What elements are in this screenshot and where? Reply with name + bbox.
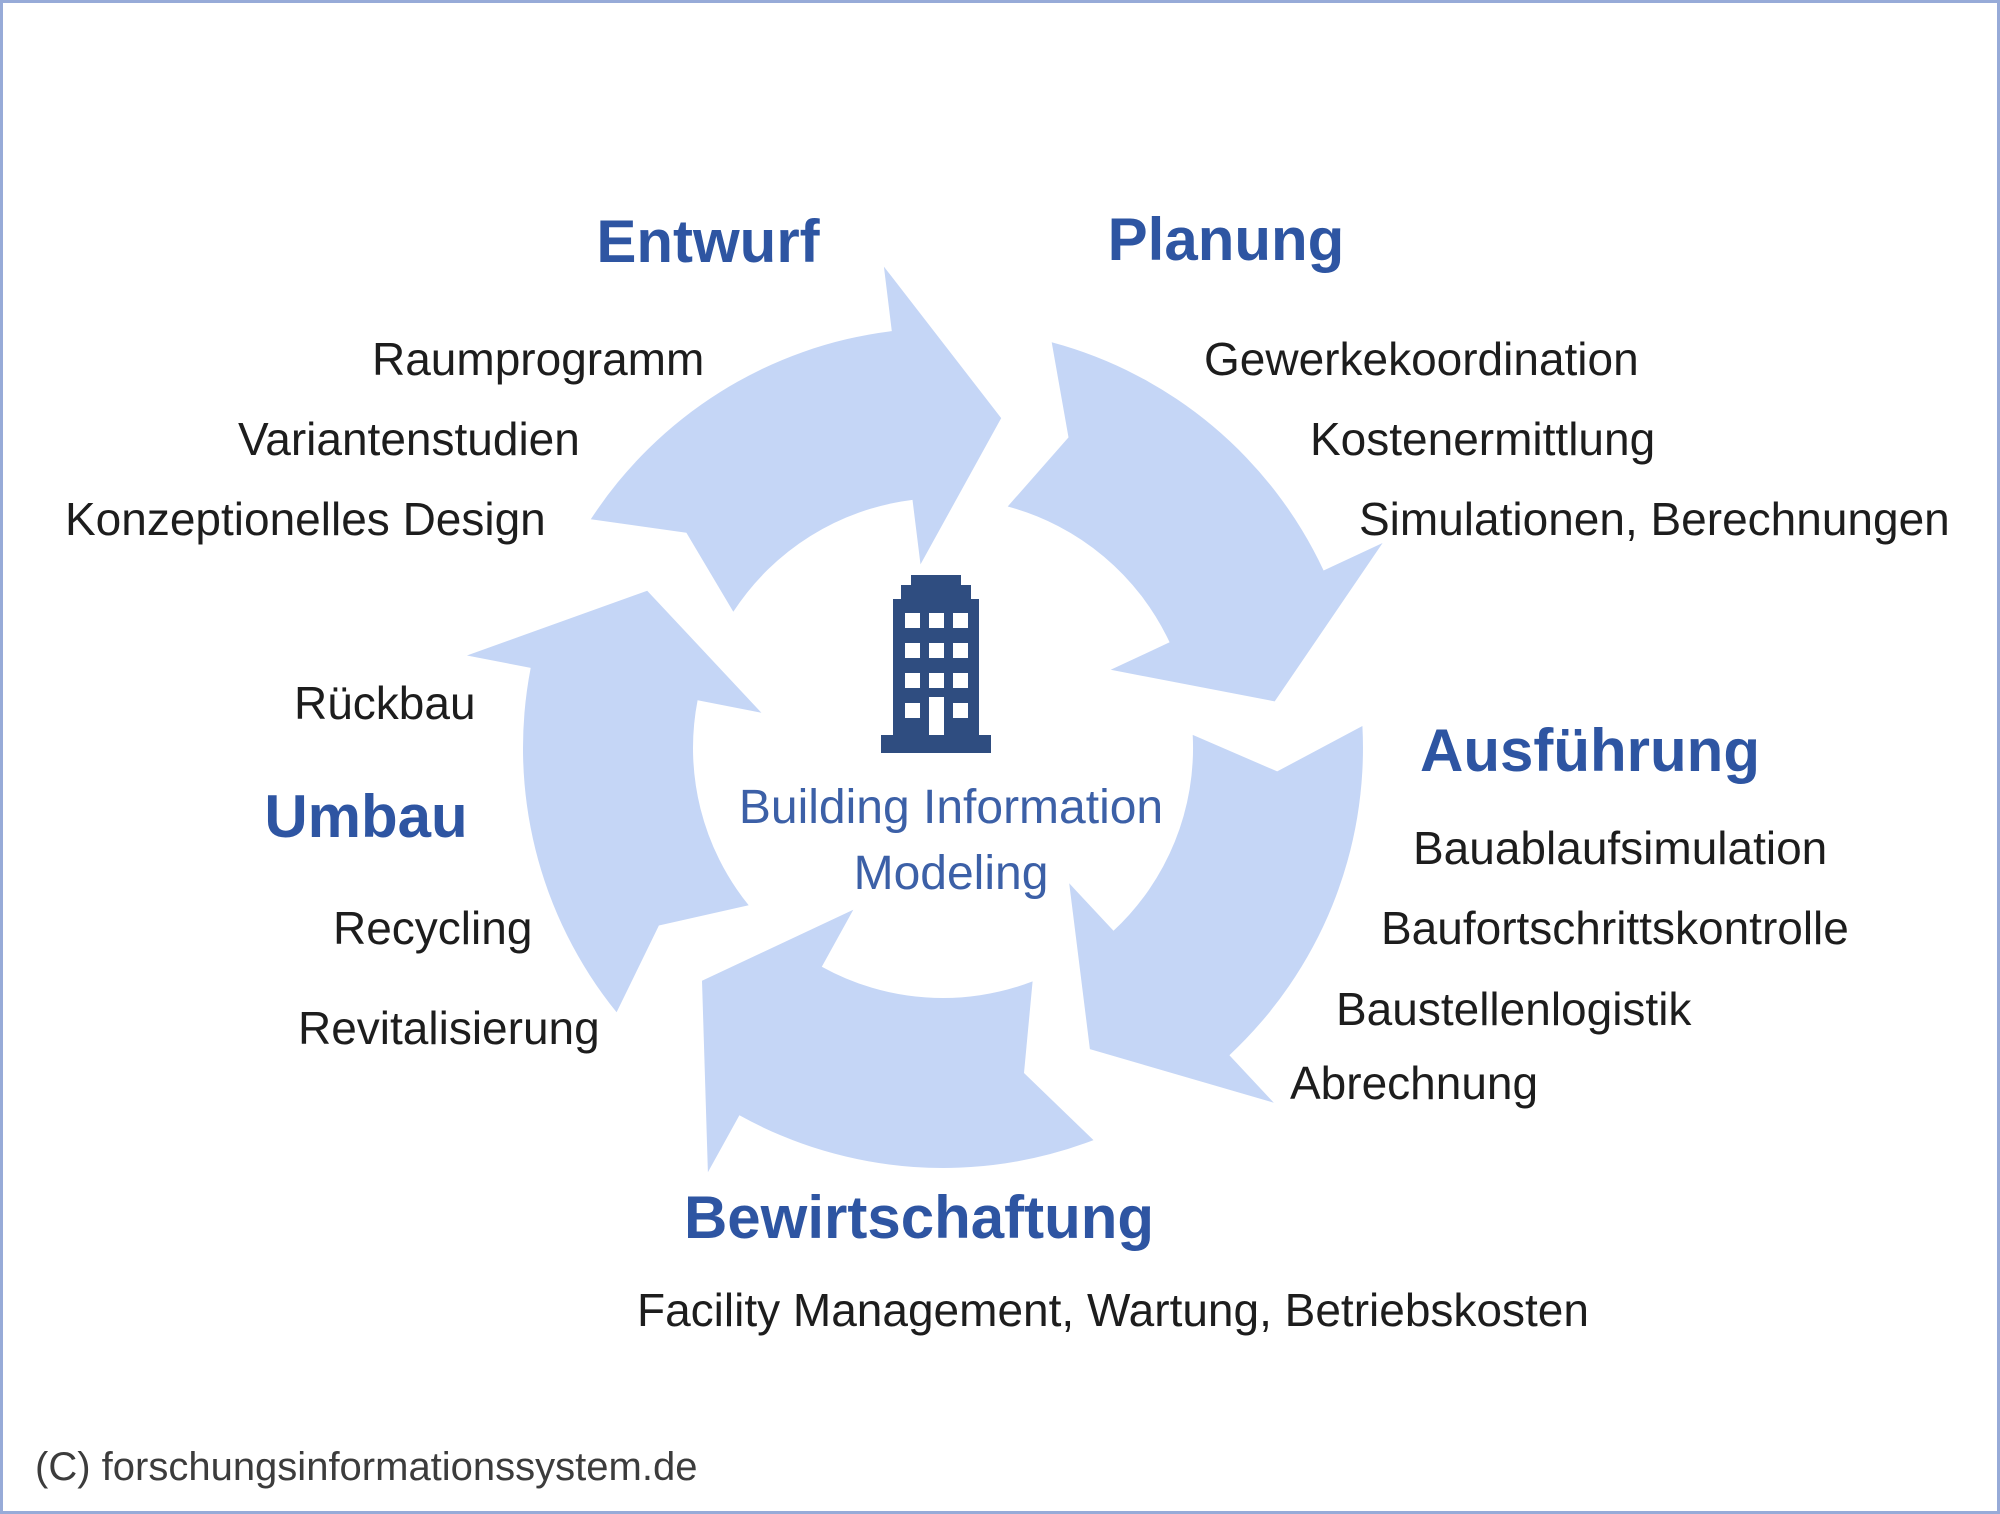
item-raumprogramm: Raumprogramm <box>372 333 705 385</box>
heading-umbau: Umbau <box>264 783 468 850</box>
item-revitalisierung: Revitalisierung <box>298 1002 600 1054</box>
heading-bewirtschaftung: Bewirtschaftung <box>683 1184 1155 1251</box>
cycle-arrow-segment <box>1069 726 1363 1103</box>
item-baufortschrittskontrolle: Baufortschrittskontrolle <box>1381 902 1849 954</box>
building-icon <box>881 575 991 753</box>
cycle-arrow-segment <box>590 266 1002 612</box>
cycle-arrow-segments <box>466 266 1383 1173</box>
cycle-arrow-segment <box>1007 342 1383 702</box>
center-label-line2: Modeling <box>853 847 1049 901</box>
copyright-text: (C) forschungsinformationssystem.de <box>35 1445 698 1489</box>
item-konzeptionelles-design: Konzeptionelles Design <box>65 493 546 545</box>
item-baustellenlogistik: Baustellenlogistik <box>1336 983 1692 1035</box>
heading-ausfuehrung: Ausführung <box>1420 717 1760 784</box>
item-simulationen-berechnungen: Simulationen, Berechnungen <box>1359 493 1950 545</box>
center-label: Building Information Modeling <box>739 775 1163 907</box>
item-rueckbau: Rückbau <box>294 677 476 729</box>
item-variantenstudien: Variantenstudien <box>238 413 580 465</box>
item-bauablaufsimulation: Bauablaufsimulation <box>1413 822 1828 874</box>
center-label-line1: Building Information <box>738 781 1164 834</box>
item-facility-management: Facility Management, Wartung, Betriebsko… <box>637 1284 1589 1336</box>
item-recycling: Recycling <box>333 902 533 954</box>
item-abrechnung: Abrechnung <box>1290 1057 1539 1109</box>
item-gewerkekoordination: Gewerkekoordination <box>1204 333 1639 385</box>
cycle-arrows <box>466 266 1383 1173</box>
heading-planung: Planung <box>1107 206 1345 273</box>
cycle-arrow-segment <box>466 590 762 1013</box>
cycle-arrow-segment <box>702 909 1094 1173</box>
item-kostenermittlung: Kostenermittlung <box>1310 413 1656 465</box>
heading-entwurf: Entwurf <box>596 208 820 275</box>
